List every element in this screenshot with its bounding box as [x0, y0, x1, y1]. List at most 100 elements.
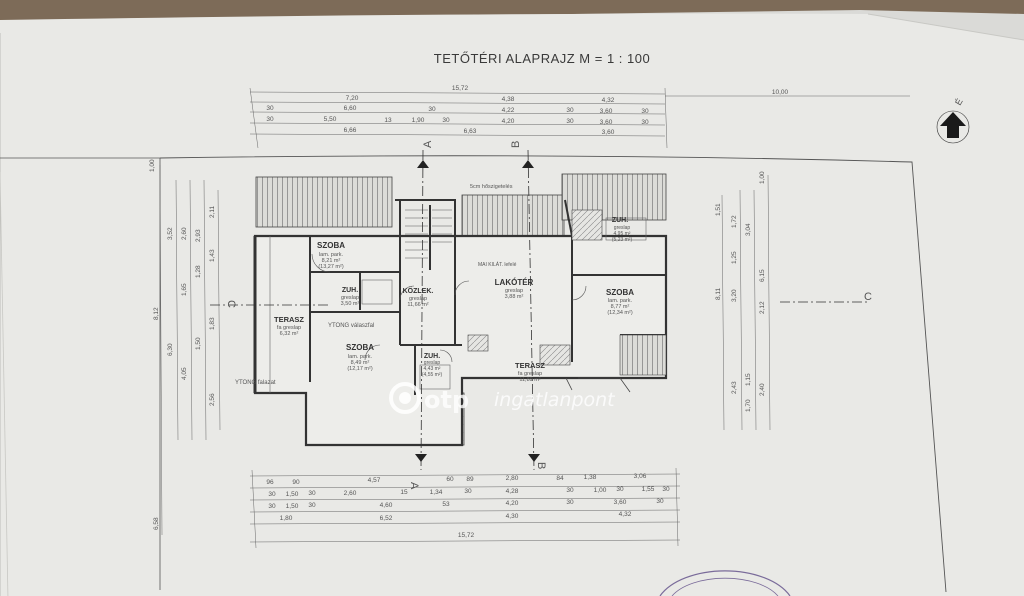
svg-text:30: 30 [266, 105, 274, 112]
svg-text:lam. park.: lam. park. [348, 354, 373, 360]
svg-text:(12,17 m²): (12,17 m²) [347, 366, 373, 372]
svg-text:6,60: 6,60 [344, 105, 357, 112]
svg-text:30: 30 [268, 503, 276, 510]
svg-text:1,15: 1,15 [745, 373, 752, 386]
svg-text:30: 30 [662, 486, 670, 493]
svg-text:4,22: 4,22 [502, 107, 515, 114]
building-outline [253, 173, 668, 447]
svg-text:4,32: 4,32 [602, 97, 615, 104]
svg-text:7,20: 7,20 [346, 95, 359, 102]
svg-text:1,00: 1,00 [759, 171, 766, 184]
left-dimension-labels: 1,00 3,52 2,60 2,11 2,93 1,43 1,28 1,65 … [149, 159, 216, 530]
svg-text:(5,23 m²): (5,23 m²) [612, 237, 633, 243]
room-kozlekedo: KÖZLEK. greslap 11,66 m² [403, 286, 434, 308]
svg-text:1,50: 1,50 [286, 503, 299, 510]
svg-text:15: 15 [400, 489, 408, 496]
svg-text:LAKÓTÉR: LAKÓTÉR [495, 278, 534, 287]
svg-text:30: 30 [566, 487, 574, 494]
svg-text:1,83: 1,83 [209, 317, 216, 330]
stamp-fragment [659, 570, 791, 596]
svg-text:3,60: 3,60 [600, 119, 613, 126]
svg-text:SZOBA: SZOBA [346, 343, 374, 352]
svg-text:2,80: 2,80 [506, 475, 519, 482]
svg-text:30: 30 [428, 106, 436, 113]
svg-text:30: 30 [442, 117, 450, 124]
svg-text:fa greslap: fa greslap [277, 325, 301, 331]
svg-text:30: 30 [641, 119, 649, 126]
svg-text:1,80: 1,80 [280, 515, 293, 522]
svg-text:1,70: 1,70 [745, 399, 752, 412]
svg-text:2,40: 2,40 [759, 383, 766, 396]
site-boundary [159, 155, 947, 593]
section-lines [210, 149, 870, 471]
svg-text:1,51: 1,51 [715, 203, 722, 216]
svg-text:greslap: greslap [614, 225, 631, 231]
svg-text:30: 30 [308, 490, 316, 497]
svg-text:fa greslap: fa greslap [518, 371, 542, 377]
svg-text:11,66 m²: 11,66 m² [407, 302, 428, 308]
room-szoba-1: SZOBA lam. park. 8,21 m² (13,27 m²) [317, 241, 345, 270]
otp-ingatlanpont-watermark: otp ingatlanpont [389, 382, 616, 414]
section-c-left: C [225, 300, 237, 308]
svg-text:89: 89 [466, 476, 474, 483]
room-zuh-2: ZUH. greslap 4,43 m² (4,55 m²) [422, 353, 443, 378]
svg-text:4,43 m²: 4,43 m² [424, 366, 441, 372]
svg-text:3,04: 3,04 [745, 223, 752, 236]
svg-text:96: 96 [266, 479, 274, 486]
svg-text:8,21 m²: 8,21 m² [322, 258, 341, 264]
svg-text:1,43: 1,43 [209, 249, 216, 262]
svg-text:30: 30 [616, 486, 624, 493]
staircase [405, 209, 452, 259]
svg-text:8,77 m²: 8,77 m² [611, 304, 630, 310]
svg-text:3,20: 3,20 [731, 289, 738, 302]
svg-text:3,50 m²: 3,50 m² [341, 301, 360, 307]
svg-text:30: 30 [566, 107, 574, 114]
svg-text:84: 84 [556, 475, 564, 482]
svg-text:30: 30 [566, 499, 574, 506]
svg-text:30: 30 [656, 498, 664, 505]
svg-text:8,12: 8,12 [153, 307, 160, 320]
svg-text:1,65: 1,65 [181, 283, 188, 296]
svg-text:11,89 m²: 11,89 m² [519, 377, 540, 383]
svg-text:4,60: 4,60 [380, 502, 393, 509]
svg-text:30: 30 [464, 488, 472, 495]
svg-text:2,60: 2,60 [181, 227, 188, 240]
svg-text:4,05: 4,05 [181, 367, 188, 380]
room-szoba-2: SZOBA lam. park. 8,49 m² (12,17 m²) [346, 343, 374, 372]
room-terasz-2: TERASZ fa greslap 11,89 m² [515, 361, 545, 383]
room-szoba-3: SZOBA lam. park. 8,77 m² (12,34 m²) [606, 288, 634, 316]
svg-text:ZUH.: ZUH. [424, 353, 440, 360]
note-insulation: 5cm hőszigetelés [470, 184, 513, 190]
svg-text:(13,27 m²): (13,27 m²) [318, 264, 344, 270]
svg-text:greslap: greslap [341, 295, 359, 301]
svg-text:30: 30 [308, 502, 316, 509]
drawing-title: TETŐTÉRI ALAPRAJZ M = 1 : 100 [434, 51, 650, 66]
roof-slope-top-center [461, 194, 565, 241]
svg-text:8,11: 8,11 [715, 287, 722, 300]
svg-text:15,72: 15,72 [458, 532, 475, 539]
svg-text:30: 30 [566, 118, 574, 125]
svg-text:6,30: 6,30 [167, 343, 174, 356]
otp-logo-icon [389, 382, 421, 414]
svg-text:lam. park.: lam. park. [608, 298, 633, 304]
svg-text:2,43: 2,43 [731, 381, 738, 394]
top-dimensions [249, 87, 910, 149]
svg-text:ZUH.: ZUH. [342, 287, 358, 294]
svg-text:15,72: 15,72 [452, 85, 469, 92]
svg-text:1,90: 1,90 [412, 117, 425, 124]
right-dimensions [721, 174, 771, 431]
svg-text:90: 90 [292, 479, 300, 486]
svg-text:3,52: 3,52 [167, 227, 174, 240]
svg-text:2,12: 2,12 [759, 301, 766, 314]
svg-text:(12,34 m²): (12,34 m²) [607, 310, 633, 316]
svg-text:4,30: 4,30 [506, 513, 519, 520]
svg-text:1,00: 1,00 [149, 159, 156, 172]
north-label: É [953, 97, 965, 107]
svg-text:ZUH.: ZUH. [612, 217, 628, 224]
svg-text:SZOBA: SZOBA [317, 241, 345, 250]
svg-text:greslap: greslap [409, 296, 427, 302]
svg-text:1,50: 1,50 [286, 491, 299, 498]
svg-text:(4,55 m²): (4,55 m²) [422, 372, 443, 378]
svg-text:6,15: 6,15 [759, 269, 766, 282]
